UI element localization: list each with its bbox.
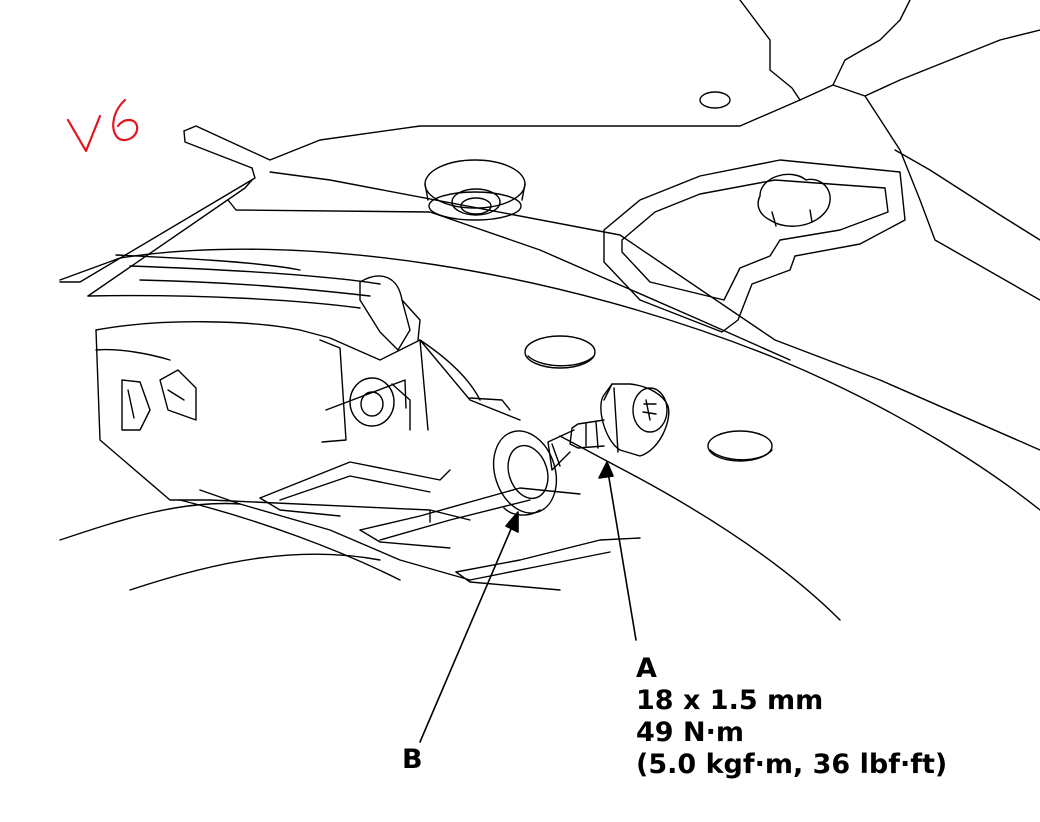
small-hole [699, 91, 731, 109]
bracket-tab [359, 275, 421, 351]
fitting-boss [325, 339, 511, 431]
left-assembly [95, 329, 347, 501]
callout-a-thread-size: 18 x 1.5 mm [636, 685, 824, 716]
sealing-washer [492, 430, 558, 516]
leader-arrow-b [419, 521, 515, 743]
mounting-boss [424, 159, 526, 221]
callout-a-letter: A [636, 653, 657, 684]
oval-holes [524, 335, 773, 462]
base-steps [59, 461, 641, 591]
leader-arrow-a [607, 471, 637, 641]
right-bracket [603, 159, 906, 333]
callout-b-letter: B [402, 744, 423, 775]
leader-arrows [419, 461, 637, 743]
callout-a-torque-alt: (5.0 kgf·m, 36 lbf·ft) [636, 749, 948, 780]
callout-a-torque: 49 N·m [636, 717, 744, 748]
leader-arrow-b-head [505, 511, 519, 533]
panel-edges [59, 171, 1040, 621]
upper-frame-outline [59, 0, 1040, 301]
banjo-bolt [547, 383, 670, 471]
leader-arrow-a-head [598, 461, 614, 479]
handwritten-v6-mark [66, 98, 139, 153]
